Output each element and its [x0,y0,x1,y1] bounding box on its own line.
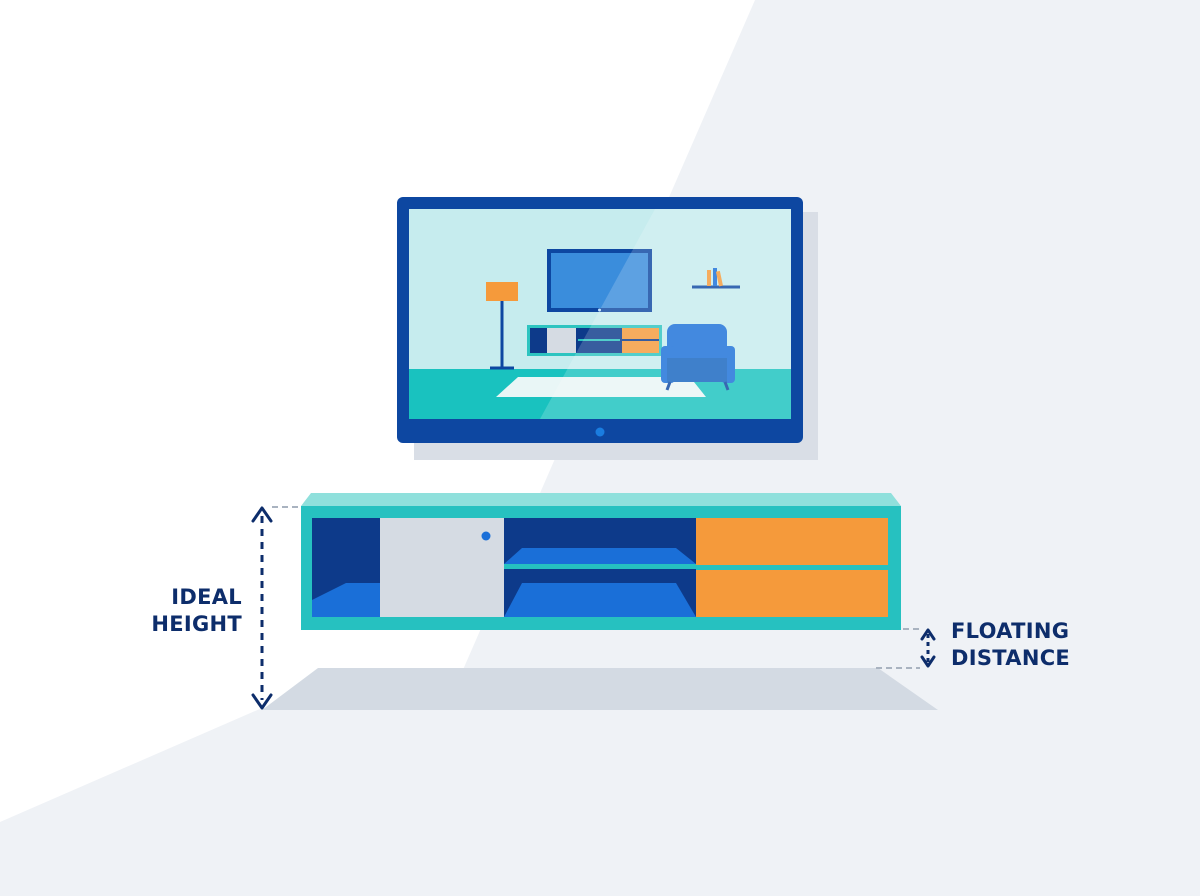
room-tv-icon [547,249,652,312]
room-console-drawer-1 [622,328,659,339]
room-rug [496,377,706,397]
armchair-leg-left [665,381,672,391]
room-console [527,325,662,356]
armchair-leg-right [723,381,730,391]
guide-lines [272,506,920,669]
console-door-knob [481,531,491,541]
room-console-drawer-2 [622,341,659,353]
floating-console-icon [301,493,901,630]
console-middle-upper-shelf [504,548,696,564]
console-middle-lower-shelf [504,583,696,617]
floor-shadow [262,668,938,710]
armchair-seat [667,358,727,382]
double-arrow-icon [920,628,936,668]
tv-glass-reflection [540,209,791,419]
tv-power-led [595,427,605,437]
floor-lamp-icon [486,282,518,370]
console-middle-divider [504,564,696,569]
console-drawer-top [696,518,888,565]
double-arrow-icon [251,506,273,710]
ideal-height-label: IDEAL HEIGHT [120,584,242,638]
room-tv-screen [551,253,648,308]
book-1 [707,270,711,286]
console-drawer-bottom [696,570,888,617]
books-shelf-icon [692,268,740,289]
book-2 [713,268,717,286]
room-console-door [547,328,576,353]
floating-distance-label: FLOATING DISTANCE [951,618,1151,672]
ideal-height-line-1: IDEAL [171,585,242,609]
floating-distance-arrow-up [920,628,936,641]
room-tv-led [598,308,601,312]
book-3 [715,270,723,287]
console-top-surface [301,493,901,506]
floating-distance-arrow-down [920,655,936,668]
floating-distance-line-1: FLOATING [951,619,1070,643]
armchair-icon [661,324,735,391]
ideal-height-arrow-down [251,693,273,710]
tv-icon [397,197,818,460]
floating-distance-line-2: DISTANCE [951,646,1071,670]
ideal-height-arrow-up [251,506,273,523]
ideal-height-line-2: HEIGHT [151,612,242,636]
console-left-shelf-floor [312,583,380,617]
lamp-shade [486,282,518,301]
armchair-back [667,324,727,366]
